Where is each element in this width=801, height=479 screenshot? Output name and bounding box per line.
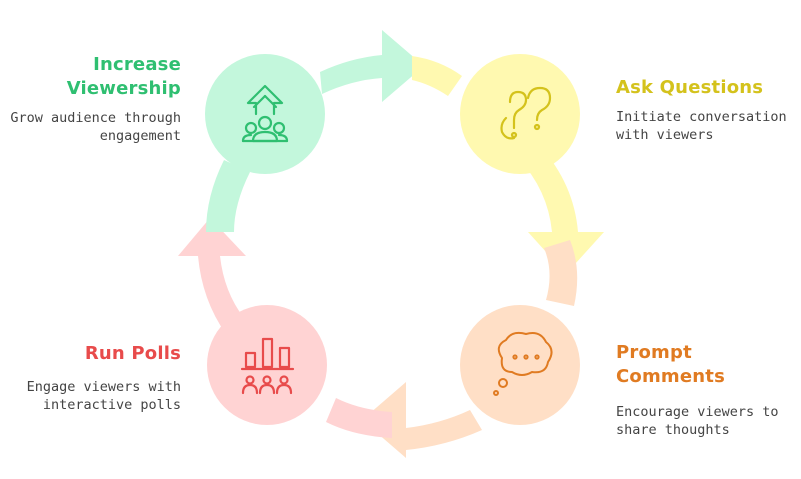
arrow-comments-to-polls	[362, 382, 482, 458]
step-viewership: Increase Viewership Grow audience throug…	[10, 53, 181, 145]
circle-comments	[460, 305, 580, 425]
step-viewership-desc: Grow audience through engagement	[10, 109, 181, 145]
poll-chart-icon	[240, 337, 295, 395]
step-viewership-desc-line-2: engagement	[99, 128, 181, 144]
question-marks-icon	[500, 86, 552, 140]
ring-segment-bottom	[326, 398, 392, 438]
step-polls-desc-line-2: interactive polls	[42, 397, 181, 413]
ring-segment-left	[206, 160, 250, 232]
step-questions-title: Ask Questions	[616, 76, 787, 100]
step-polls-title-line-1: Run Polls	[84, 343, 181, 364]
step-polls-desc-line-1: Engage viewers with	[26, 379, 181, 395]
circle-questions	[460, 54, 580, 174]
step-comments-title-line-1: Prompt	[616, 342, 692, 363]
arrow-questions-to-comments	[518, 146, 604, 274]
step-polls-desc: Engage viewers with interactive polls	[27, 378, 181, 414]
arrow-viewership-to-questions	[320, 30, 424, 102]
step-comments: Prompt Comments Encourage viewers to sha…	[616, 341, 779, 439]
step-comments-desc-line-2: share thoughts	[616, 422, 730, 438]
step-questions-desc: Initiate conversation with viewers	[616, 108, 787, 144]
ring-segment-right	[544, 240, 578, 306]
step-comments-title-line-2: Comments	[616, 366, 726, 387]
step-comments-title: Prompt Comments	[616, 341, 779, 389]
speech-bubble-icon	[493, 331, 553, 396]
growth-audience-icon	[241, 84, 289, 143]
ring-segment-top	[412, 56, 462, 96]
step-viewership-title-line-2: Viewership	[66, 78, 181, 99]
step-polls-title: Run Polls	[27, 342, 181, 366]
circle-polls	[207, 305, 327, 425]
step-viewership-title: Increase Viewership	[10, 53, 181, 101]
step-questions-title-line-1: Ask Questions	[616, 77, 764, 98]
step-questions-desc-line-2: with viewers	[616, 127, 714, 143]
step-comments-desc-line-1: Encourage viewers to	[616, 404, 779, 420]
step-questions: Ask Questions Initiate conversation with…	[616, 76, 787, 144]
step-viewership-title-line-1: Increase	[93, 54, 181, 75]
step-questions-desc-line-1: Initiate conversation	[616, 109, 787, 125]
step-polls: Run Polls Engage viewers with interactiv…	[27, 342, 181, 414]
step-viewership-desc-line-1: Grow audience through	[10, 110, 181, 126]
arrow-polls-to-viewership	[178, 218, 246, 334]
step-comments-desc: Encourage viewers to share thoughts	[616, 403, 779, 439]
circle-viewership	[205, 54, 325, 174]
